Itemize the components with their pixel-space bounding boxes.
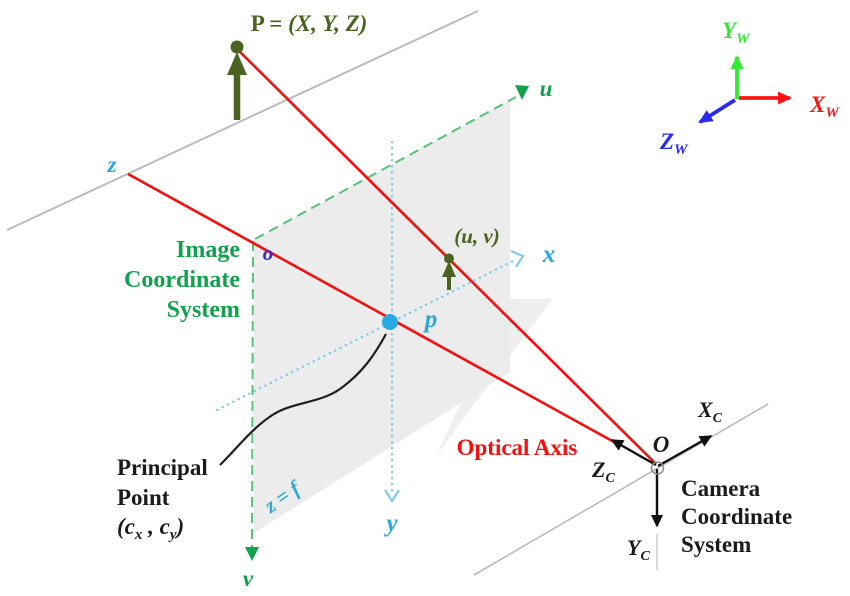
camera-center-circle bbox=[650, 461, 665, 475]
image-cs-label-line2: Coordinate bbox=[124, 267, 240, 293]
yc-axis-label: YC bbox=[627, 535, 650, 564]
principal-point-dot bbox=[382, 314, 398, 330]
camera-base-line bbox=[473, 403, 769, 576]
uv-point-label: (u, v) bbox=[454, 224, 500, 248]
zw-axis-line bbox=[698, 98, 737, 124]
xc-axis-line bbox=[657, 434, 713, 468]
u-axis-label: u bbox=[540, 76, 553, 101]
point-p-arrowhead-icon bbox=[227, 52, 247, 75]
optical-axis-line bbox=[127, 172, 615, 444]
principal-point-label-line1: Principal bbox=[117, 455, 208, 480]
xc-axis-label: XC bbox=[697, 397, 723, 426]
camera-cs-label-line3: System bbox=[681, 532, 751, 557]
world-object-line bbox=[6, 10, 479, 231]
zc-axis-line bbox=[610, 438, 657, 467]
image-plane bbox=[254, 100, 510, 533]
uv-point-arrowhead-icon bbox=[442, 261, 456, 277]
image-origin-label: o bbox=[263, 241, 274, 265]
zc-axis-label: ZC bbox=[591, 457, 615, 486]
zw-axis-label: ZW bbox=[659, 129, 689, 158]
v-axis-label: v bbox=[243, 566, 254, 591]
principal-point-label-line3: (cx , cy) bbox=[117, 514, 184, 543]
v-axis-arrowhead-icon bbox=[245, 547, 259, 561]
yw-axis-label: YW bbox=[722, 18, 751, 47]
image-plane-shadow bbox=[436, 299, 552, 456]
z-axis-label: z bbox=[107, 152, 117, 177]
camera-origin-label: O bbox=[653, 432, 670, 457]
y-axis-label: y bbox=[383, 510, 398, 537]
camera-cs-label-line1: Camera bbox=[681, 476, 761, 501]
camera-cs-label-line2: Coordinate bbox=[681, 504, 792, 529]
u-axis-arrowhead-icon bbox=[515, 85, 529, 100]
uv-point-dot bbox=[444, 253, 454, 264]
optical-axis-label: Optical Axis bbox=[457, 435, 578, 460]
xw-axis-label: XW bbox=[809, 92, 840, 121]
y-axis-arrowhead-icon bbox=[384, 489, 400, 504]
principal-point-label-line2: Point bbox=[117, 485, 170, 510]
u-axis-line bbox=[254, 96, 517, 240]
x-axis-label: x bbox=[542, 241, 556, 268]
principal-point-leader-curve bbox=[219, 333, 387, 466]
principal-point-p-label: p bbox=[423, 306, 438, 333]
image-cs-label-line1: Image bbox=[176, 237, 240, 263]
point-p-label: P = (X, Y, Z) bbox=[251, 11, 368, 36]
image-cs-label-line3: System bbox=[167, 297, 240, 323]
v-axis-line bbox=[251, 240, 254, 548]
point-p-dot bbox=[230, 40, 244, 54]
x-axis-arrowhead-icon bbox=[510, 249, 525, 268]
